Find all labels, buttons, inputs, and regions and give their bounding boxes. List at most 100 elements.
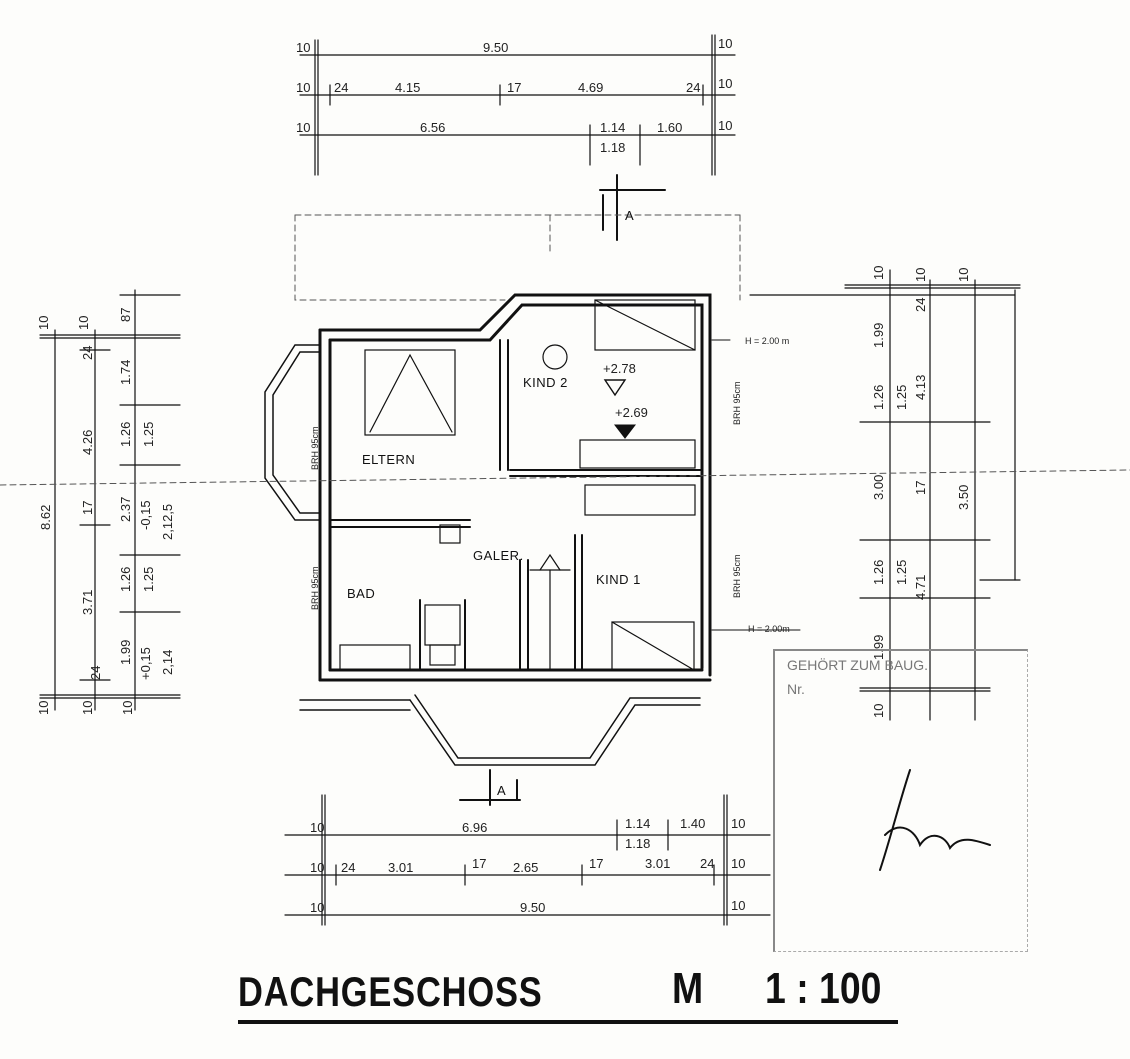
bath-fixtures <box>339 524 461 671</box>
right-dimension-labels: 3.50 1.99 1.26 1.25 4.13 3.00 1.26 1.25 … <box>871 266 971 718</box>
dim-label: 6.96 <box>462 820 487 835</box>
sill-height-note: BRH 95cm <box>310 566 320 610</box>
dim-label: 2.65 <box>513 860 538 875</box>
scale-value: 1 : 100 <box>765 964 882 1013</box>
dim-label: 1.99 <box>871 635 886 660</box>
bay-window-bottom <box>299 694 701 766</box>
dim-label: 10 <box>296 120 310 135</box>
dim-label: 10 <box>120 701 135 715</box>
dim-label: 3.50 <box>956 485 971 510</box>
dim-label: 8.62 <box>38 505 53 530</box>
section-marker-top: A <box>625 208 634 223</box>
dim-label: 4.13 <box>913 375 928 400</box>
section-marker-bottom: A <box>497 783 506 798</box>
section-cut-top <box>599 174 666 241</box>
stamp-line-2: Nr. <box>787 681 805 697</box>
room-label-kind2: KIND 2 <box>523 375 568 390</box>
drawing-title: DACHGESCHOSS <box>238 968 543 1015</box>
room-label-galerie: GALER. <box>473 548 524 563</box>
dim-label: 17 <box>589 856 603 871</box>
stair <box>529 553 571 671</box>
dim-label: 10 <box>913 268 928 282</box>
dim-label: 1.26 <box>871 560 886 585</box>
dim-label: 3.01 <box>645 856 670 871</box>
dim-label: 10 <box>871 266 886 280</box>
dim-label: 10 <box>731 816 745 831</box>
bay-window-left <box>264 344 321 521</box>
dim-label: 24 <box>88 666 103 680</box>
dim-label: 10 <box>76 316 91 330</box>
dim-label: 1.60 <box>657 120 682 135</box>
dim-label: 17 <box>80 501 95 515</box>
handwritten-note: +0,15 <box>138 647 153 680</box>
dim-label: 24 <box>341 860 355 875</box>
dim-label: 9.50 <box>520 900 545 915</box>
scale-label: M <box>672 964 704 1013</box>
dim-label: 10 <box>718 118 732 133</box>
dim-label: 24 <box>700 856 714 871</box>
dim-label: 1.25 <box>894 560 909 585</box>
dim-label: 4.26 <box>80 430 95 455</box>
stamp-line-1: GEHÖRT ZUM BAUG. <box>787 657 929 673</box>
furniture-kind1 <box>584 484 696 671</box>
dim-label: 10 <box>296 80 310 95</box>
dim-label: 10 <box>956 268 971 282</box>
dim-label: 10 <box>871 704 886 718</box>
dim-label: 17 <box>472 856 486 871</box>
height-note-top: H = 2.00 m <box>745 336 789 346</box>
dim-label: 10 <box>80 701 95 715</box>
level-marker-top <box>603 379 627 397</box>
dim-label: 87 <box>118 308 133 322</box>
dim-label: 1.25 <box>141 567 156 592</box>
dim-label: 3.00 <box>871 475 886 500</box>
dim-label: 4.71 <box>913 575 928 600</box>
level-label-top: +2.78 <box>603 361 636 376</box>
dim-label: 4.15 <box>395 80 420 95</box>
dim-label: 10 <box>718 76 732 91</box>
dim-label: 9.50 <box>483 40 508 55</box>
dim-label: 10 <box>36 316 51 330</box>
dim-label: 1.25 <box>894 385 909 410</box>
dim-label: 1.14 <box>625 816 650 831</box>
dim-label: 1.40 <box>680 816 705 831</box>
dim-label: 1.99 <box>118 640 133 665</box>
room-label-eltern: ELTERN <box>362 452 415 467</box>
dim-label: 10 <box>310 860 324 875</box>
handwritten-note: 2,14 <box>160 650 175 675</box>
room-label-kind1: KIND 1 <box>596 572 641 587</box>
level-label-bottom: +2.69 <box>615 405 648 420</box>
dim-label: 10 <box>310 820 324 835</box>
dim-label: 10 <box>718 36 732 51</box>
signature <box>879 769 991 871</box>
top-dimension-chains <box>299 34 736 176</box>
left-dimension-labels: 8.62 1.74 4.26 3.71 1.26 1.25 2.37 1.26 … <box>36 308 175 715</box>
dim-label: 1.18 <box>625 836 650 851</box>
height-note-bottom: H = 2.00m <box>748 624 790 634</box>
dim-label: 1.18 <box>600 140 625 155</box>
level-marker-bottom <box>613 424 637 439</box>
dim-label: 17 <box>507 80 521 95</box>
bed-eltern <box>364 349 456 436</box>
right-dimension-chains <box>749 269 1021 721</box>
ownership-stamp: GEHÖRT ZUM BAUG. Nr. <box>773 649 1028 952</box>
dim-label: 24 <box>913 298 928 312</box>
dim-label: 3.71 <box>80 590 95 615</box>
dim-label: 1.26 <box>871 385 886 410</box>
dim-label: 10 <box>731 898 745 913</box>
dim-label: 1.25 <box>141 422 156 447</box>
dim-label: 1.26 <box>118 567 133 592</box>
dim-label: 10 <box>36 701 51 715</box>
section-cut-bottom <box>459 769 521 806</box>
dim-label: 24 <box>334 80 348 95</box>
room-labels: ELTERN KIND 2 KIND 1 BAD GALER. <box>347 375 641 601</box>
dim-label: 6.56 <box>420 120 445 135</box>
round-window-kind2 <box>542 344 568 370</box>
roof-outline <box>0 214 1130 486</box>
sill-height-note: BRH 95cm <box>310 426 320 470</box>
dim-label: 24 <box>686 80 700 95</box>
handwritten-note: 2,12,5 <box>160 504 175 540</box>
dim-label: 17 <box>913 481 928 495</box>
dim-label: 1.74 <box>118 360 133 385</box>
sill-height-note: BRH 95cm <box>732 381 742 425</box>
